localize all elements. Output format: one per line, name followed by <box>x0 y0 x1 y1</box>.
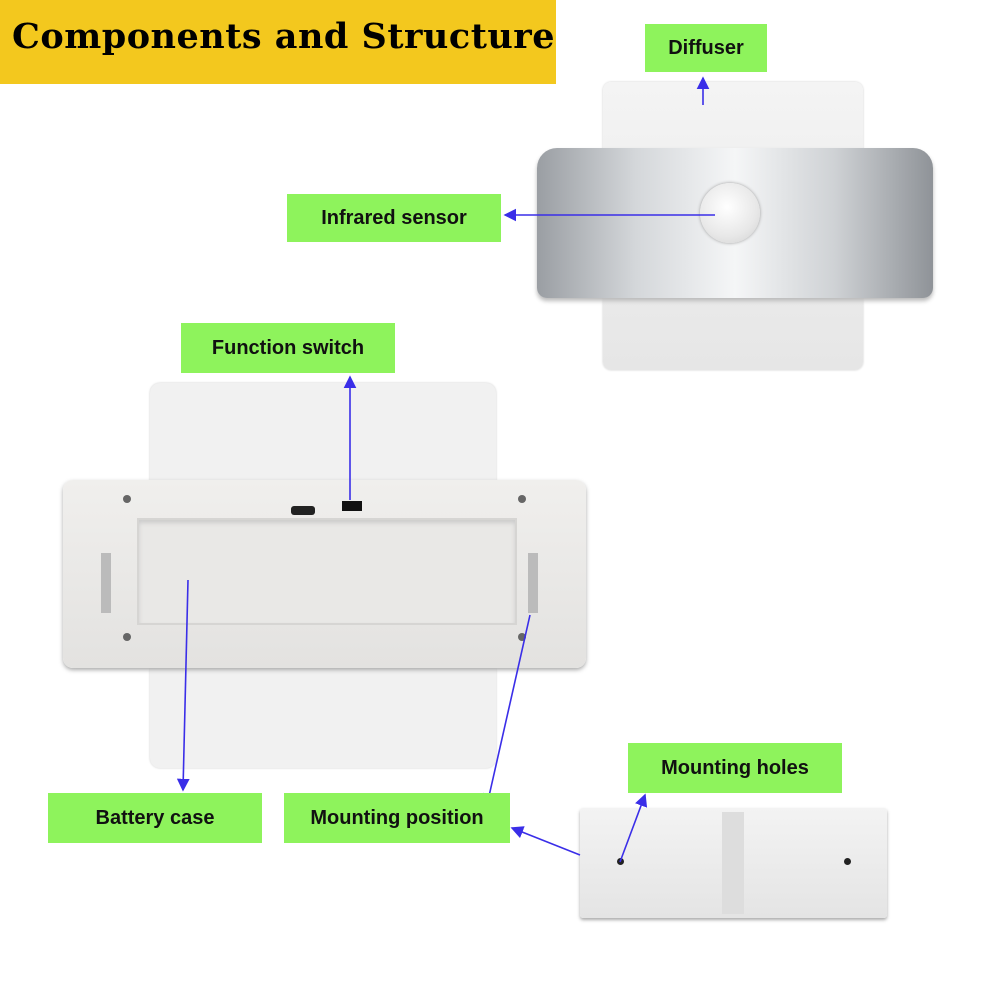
function-switch-slider <box>342 501 362 511</box>
label-battery-case: Battery case <box>48 793 262 843</box>
screw-hole <box>123 495 131 503</box>
title-banner: Components and Structure <box>0 0 556 84</box>
page-title: Components and Structure <box>12 16 556 57</box>
arrow-battery-case <box>176 579 190 792</box>
mounting-slot <box>101 553 111 613</box>
screw-hole <box>123 633 131 641</box>
arrow-mounting-position-frame <box>483 614 531 807</box>
pir-sensor-dome <box>700 183 760 243</box>
screw-hole <box>518 633 526 641</box>
lamp-front-image <box>537 82 933 372</box>
arrow-mounting-position-plate <box>510 826 581 856</box>
label-function-switch: Function switch <box>181 323 395 373</box>
screw-hole <box>518 495 526 503</box>
label-diffuser: Diffuser <box>645 24 767 72</box>
mounting-slot <box>528 553 538 613</box>
mounting-hole <box>844 858 851 865</box>
plate-center-rib <box>722 812 744 914</box>
arrow-mounting-holes <box>619 793 648 863</box>
mounting-plate-image <box>580 808 887 918</box>
lamp-back-image <box>63 383 587 769</box>
usb-port <box>291 506 315 515</box>
battery-compartment <box>137 518 517 625</box>
label-infrared-sensor: Infrared sensor <box>287 194 501 242</box>
label-mounting-position: Mounting position <box>284 793 510 843</box>
label-mounting-holes: Mounting holes <box>628 743 842 793</box>
